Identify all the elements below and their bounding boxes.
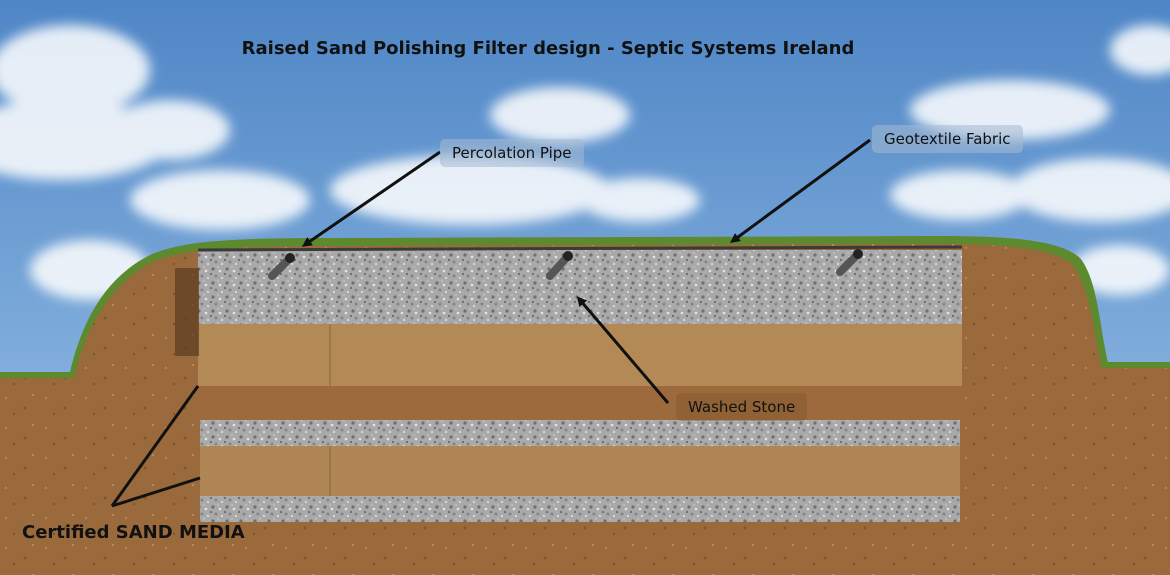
pointer-arrows — [110, 138, 871, 508]
stone-layer-middle — [200, 420, 960, 446]
sand-layer-upper — [198, 324, 962, 386]
geotextile-line — [197, 245, 963, 252]
filter-bed — [175, 245, 963, 522]
diagram-title: Raised Sand Polishing Filter design - Se… — [241, 38, 855, 59]
percolation-pipes — [268, 249, 863, 280]
sand-media-label: Certified SAND MEDIA — [22, 522, 245, 543]
top-stone-layer — [198, 250, 962, 324]
stone-layer-bottom — [200, 496, 960, 522]
percolation-arrow — [301, 150, 441, 247]
geotextile-arrow — [729, 138, 871, 243]
sand-arrow-upper — [110, 385, 200, 507]
washed-stone-label: Washed Stone — [676, 393, 808, 421]
sand-layer-lower — [200, 446, 960, 496]
side-wall-shadow — [175, 268, 199, 356]
washed-stone-arrow — [576, 296, 670, 404]
sand-arrow-lower — [111, 476, 201, 508]
soil-gap — [198, 386, 962, 420]
percolation-pipe-label: Percolation Pipe — [440, 139, 584, 167]
geotextile-fabric-label: Geotextile Fabric — [872, 125, 1023, 153]
